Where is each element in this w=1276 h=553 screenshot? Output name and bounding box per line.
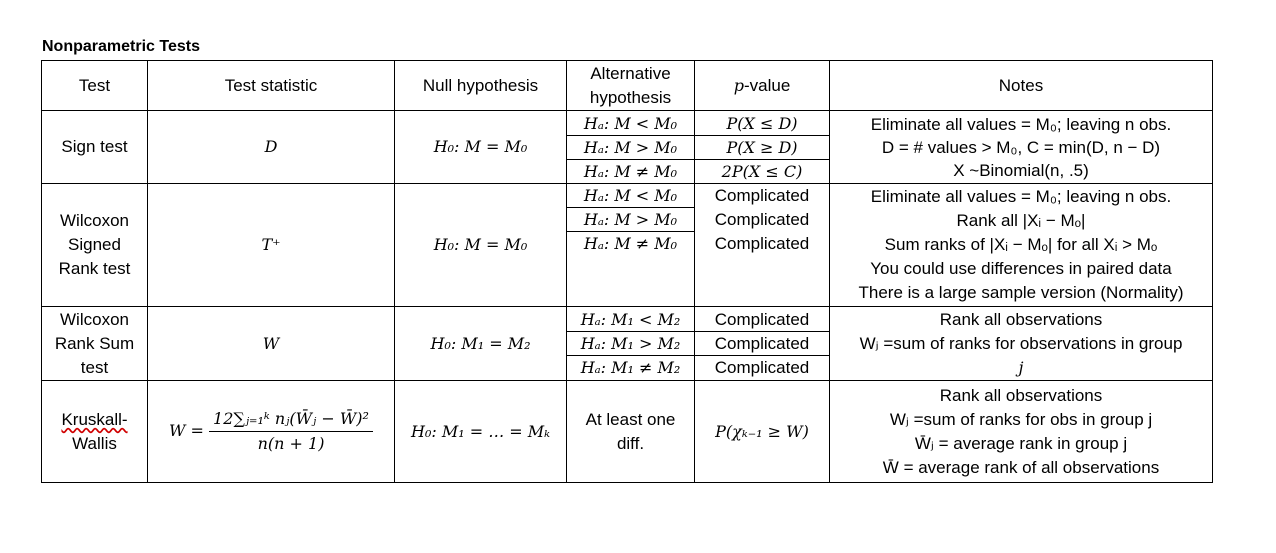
header-alternative: Alternative hypothesis: [566, 60, 695, 111]
alternative-hypotheses: At least one diff.: [566, 380, 695, 483]
note-line: Rank all observations: [939, 385, 1103, 405]
note-line: Eliminate all values = M₀; leaving n obs…: [870, 187, 1172, 206]
alternative-item: Hₐ: M > M₀: [567, 134, 694, 159]
note-line: W̄ⱼ = average rank in group j: [914, 433, 1128, 453]
note-line: Rank all observations: [939, 309, 1103, 329]
alternative-item: Hₐ: M < M₀: [583, 113, 678, 133]
test-name: Wilcoxon Rank Sum test: [41, 306, 148, 381]
p-value-item: Complicated: [714, 186, 810, 205]
notes: Rank all observations Wⱼ =sum of ranks f…: [829, 380, 1213, 483]
p-value-item: P(X ≥ D): [695, 134, 829, 159]
note-line: Eliminate all values = M₀; leaving n obs…: [870, 114, 1172, 134]
note-line: There is a large sample version (Normali…: [858, 283, 1184, 302]
header-statistic: Test statistic: [147, 60, 395, 111]
p-values: Complicated Complicated Complicated: [694, 183, 830, 307]
note-line: Wⱼ =sum of ranks for obs in group j: [889, 409, 1153, 429]
test-name-line: test: [80, 357, 109, 377]
test-name-line: Wilcoxon: [60, 309, 129, 329]
note-line: Sum ranks of |Xᵢ − Mₒ| for all Xᵢ > Mₒ: [884, 235, 1158, 254]
null-hypothesis: H₀: M₁ = M₂: [394, 306, 567, 381]
test-name-line: Wallis: [72, 433, 117, 453]
nonparametric-tests-table: Test Test statistic Null hypothesis Alte…: [41, 60, 1213, 483]
page-title: Nonparametric Tests: [42, 38, 200, 55]
p-value-item: Complicated: [714, 310, 810, 329]
alternative-hypotheses: Hₐ: M < M₀ Hₐ: M > M₀ Hₐ: M ≠ M₀: [566, 110, 695, 184]
p-values: P(X ≤ D) P(X ≥ D) 2P(X ≤ C): [694, 110, 830, 184]
alternative-hypotheses: Hₐ: M₁ < M₂ Hₐ: M₁ > M₂ Hₐ: M₁ ≠ M₂: [566, 306, 695, 381]
p-value-item: Complicated: [714, 234, 810, 253]
header-null: Null hypothesis: [394, 60, 567, 111]
notes: Rank all observations Wⱼ =sum of ranks f…: [829, 306, 1213, 381]
table-row: Kruskall- Wallis W = 12∑ⱼ₌₁ᵏ nⱼ(W̄ⱼ − W̄…: [41, 380, 1213, 483]
test-name-line: Kruskall-: [61, 409, 128, 429]
note-line: j: [1018, 357, 1024, 377]
alternative-item: diff.: [616, 433, 645, 453]
note-line: Rank all |Xᵢ − Mₒ|: [956, 211, 1086, 230]
test-name-line: Rank test: [58, 259, 131, 278]
p-value-item: 2P(X ≤ C): [695, 158, 829, 183]
p-value-item: Complicated: [695, 331, 829, 355]
header-alt-line2: hypothesis: [589, 87, 672, 107]
note-line: D = # values > M₀, C = min(D, n − D): [881, 137, 1161, 157]
null-hypothesis: H₀: M₁ = … = Mₖ: [394, 380, 567, 483]
null-hypothesis: H₀: M = M₀: [394, 110, 567, 184]
test-name: Sign test: [41, 110, 148, 184]
notes: Eliminate all values = M₀; leaving n obs…: [829, 110, 1213, 184]
p-values: P(χₖ₋₁ ≥ W): [694, 380, 830, 483]
p-value-item: Complicated: [695, 355, 829, 379]
test-statistic: T⁺: [147, 183, 395, 307]
test-name-line: Sign test: [61, 137, 128, 156]
test-name: Wilcoxon Signed Rank test: [41, 183, 148, 307]
table-row: Wilcoxon Signed Rank test T⁺ H₀: M = M₀ …: [41, 183, 1213, 307]
test-name: Kruskall- Wallis: [41, 380, 148, 483]
header-test: Test: [41, 60, 148, 111]
test-statistic: D: [147, 110, 395, 184]
note-line: W̄ = average rank of all observations: [882, 457, 1160, 477]
alternative-hypotheses: Hₐ: M < M₀ Hₐ: M > M₀ Hₐ: M ≠ M₀: [566, 183, 695, 307]
header-alt-line1: Alternative: [590, 63, 671, 83]
test-statistic: W = 12∑ⱼ₌₁ᵏ nⱼ(W̄ⱼ − W̄)² n(n + 1): [147, 380, 395, 483]
p-value-item: Complicated: [714, 210, 810, 229]
p-value-item: P(X ≤ D): [726, 113, 798, 133]
note-line: X ~Binomial(n, .5): [953, 160, 1089, 180]
alternative-item: Hₐ: M₁ > M₂: [567, 331, 694, 355]
table-row: Sign test D H₀: M = M₀ Hₐ: M < M₀ Hₐ: M …: [41, 110, 1213, 184]
test-name-line: Wilcoxon: [60, 211, 129, 230]
statistic-numerator: 12∑ⱼ₌₁ᵏ nⱼ(W̄ⱼ − W̄)²: [209, 407, 373, 432]
statistic-fraction: 12∑ⱼ₌₁ᵏ nⱼ(W̄ⱼ − W̄)² n(n + 1): [209, 407, 373, 456]
notes: Eliminate all values = M₀; leaving n obs…: [829, 183, 1213, 307]
alternative-item: Hₐ: M ≠ M₀: [567, 231, 694, 255]
note-line: You could use differences in paired data: [870, 259, 1172, 278]
null-hypothesis: H₀: M = M₀: [394, 183, 567, 307]
alternative-item: Hₐ: M₁ ≠ M₂: [567, 355, 694, 379]
p-values: Complicated Complicated Complicated: [694, 306, 830, 381]
test-name-line: Signed: [68, 235, 121, 254]
test-name-line: Rank Sum: [54, 333, 135, 353]
alternative-item: Hₐ: M₁ < M₂: [580, 310, 681, 329]
alternative-item: Hₐ: M < M₀: [583, 186, 678, 205]
header-pvalue: p-value: [694, 60, 830, 111]
alternative-item: At least one: [585, 409, 676, 429]
header-pvalue-p: p: [733, 75, 744, 95]
alternative-item: Hₐ: M ≠ M₀: [567, 158, 694, 183]
table-row: Wilcoxon Rank Sum test W H₀: M₁ = M₂ Hₐ:…: [41, 306, 1213, 381]
header-pvalue-rest: -value: [743, 75, 791, 95]
alternative-item: Hₐ: M > M₀: [567, 207, 694, 231]
header-row: Test Test statistic Null hypothesis Alte…: [41, 60, 1213, 111]
statistic-denominator: n(n + 1): [257, 434, 325, 453]
header-notes: Notes: [829, 60, 1213, 111]
test-statistic: W: [147, 306, 395, 381]
note-line: Wⱼ =sum of ranks for observations in gro…: [859, 333, 1183, 353]
statistic-lhs: W =: [169, 421, 204, 440]
